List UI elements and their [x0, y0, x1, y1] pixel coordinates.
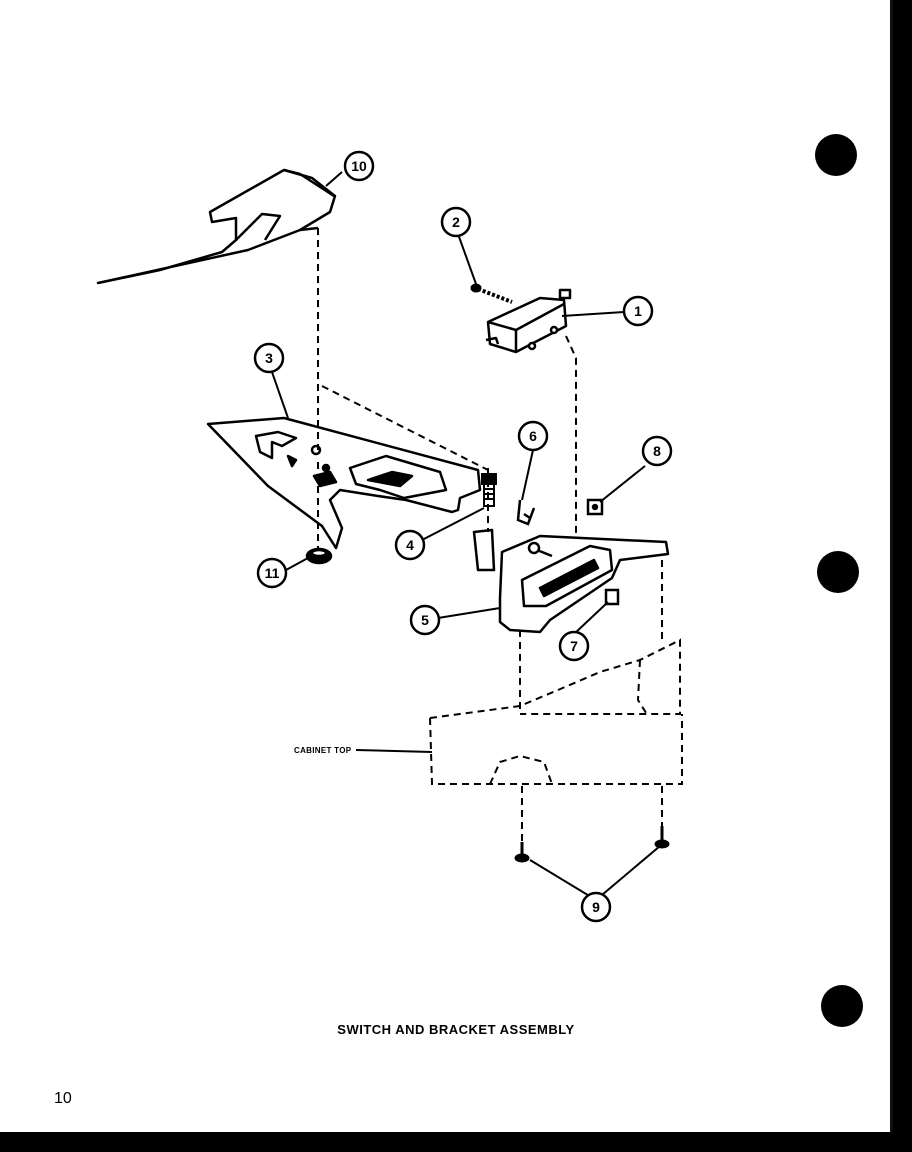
page-number: 10 — [54, 1090, 72, 1107]
svg-text:2: 2 — [452, 214, 460, 230]
svg-text:4: 4 — [406, 537, 414, 553]
leader-lines — [271, 171, 661, 901]
diagram-caption: SWITCH AND BRACKET ASSEMBLY — [337, 1022, 575, 1037]
part-2-screw — [470, 283, 513, 304]
svg-text:5: 5 — [421, 612, 429, 628]
callout-8: 8 — [641, 435, 673, 467]
binder-hole-middle — [817, 551, 859, 593]
part-10-handle — [96, 168, 337, 285]
callout-1: 1 — [622, 295, 654, 327]
binder-hole-top — [815, 134, 857, 176]
callout-6: 6 — [517, 420, 549, 452]
part-6-clip — [516, 499, 536, 526]
svg-text:6: 6 — [529, 428, 537, 444]
part-4-spring — [481, 473, 497, 507]
callout-5: 5 — [409, 604, 441, 636]
svg-text:7: 7 — [570, 638, 578, 654]
assembly-lines — [317, 228, 663, 842]
svg-text:8: 8 — [653, 443, 661, 459]
callout-7: 7 — [558, 630, 590, 662]
part-8-nut — [586, 498, 604, 516]
svg-text:10: 10 — [351, 158, 367, 174]
svg-text:3: 3 — [265, 350, 273, 366]
binder-hole-bottom — [821, 985, 863, 1027]
part-7-clip — [604, 588, 620, 606]
cabinet-top-outline — [429, 638, 683, 785]
cabinet-top-label: CABINET TOP — [294, 746, 352, 755]
callout-4: 4 — [394, 529, 426, 561]
callout-2: 2 — [440, 206, 472, 238]
callout-3: 3 — [253, 342, 285, 374]
part-11-grommet — [305, 547, 333, 565]
svg-text:11: 11 — [265, 565, 280, 581]
callout-11: 11 — [256, 557, 288, 589]
part-5-mount-bracket — [472, 528, 670, 634]
parts-diagram-page: 10 2 1 3 6 8 4 11 — [0, 0, 893, 1132]
callout-10: 10 — [343, 150, 375, 182]
svg-text:1: 1 — [634, 303, 642, 319]
exploded-view-diagram: 10 2 1 3 6 8 4 11 — [96, 134, 863, 1027]
part-3-bracket — [206, 416, 482, 550]
callout-9: 9 — [580, 891, 612, 923]
svg-text:9: 9 — [592, 899, 600, 915]
part-1-switch — [485, 288, 572, 354]
